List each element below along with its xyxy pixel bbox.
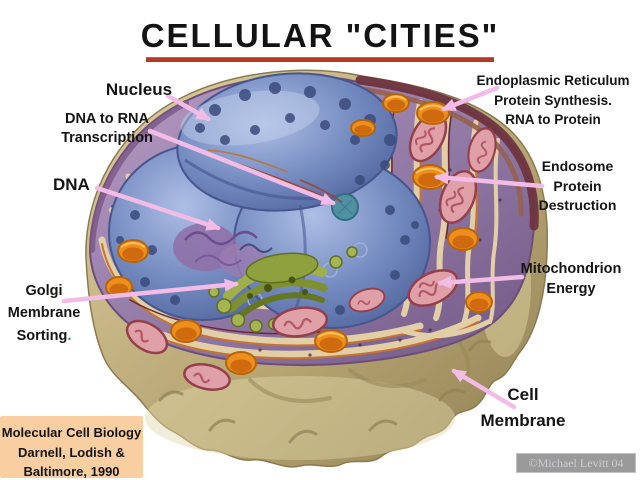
watermark: ©Michael Levitt 04 — [516, 453, 636, 473]
page-title: CELLULAR "CITIES" — [0, 17, 640, 62]
nucleus-label: Nucleus — [105, 80, 173, 99]
cell-membrane-label: Cell Membrane — [480, 385, 566, 430]
transcription-arrow — [147, 128, 337, 206]
mitochondria — [125, 111, 497, 391]
title-underline — [146, 58, 494, 62]
nuclear-pores — [116, 82, 419, 320]
transcription-label: DNA to RNA Transcription — [61, 111, 153, 147]
dna-label: DNA — [53, 175, 90, 194]
citation-box: Molecular Cell Biology Darnell, Lodish &… — [0, 416, 143, 479]
nucleus-arrow — [165, 93, 211, 122]
er-arrow — [440, 85, 500, 112]
endosome-arrow — [433, 171, 545, 189]
golgi-arrow — [61, 278, 240, 304]
title-text: CELLULAR "CITIES" — [140, 17, 500, 54]
endoplasmic-reticulum-label: Endoplasmic Reticulum Protein Synthesis.… — [476, 73, 630, 128]
endosomes — [105, 93, 493, 375]
green-period: . — [67, 327, 72, 344]
dna-arrow — [94, 185, 222, 231]
golgi-label: Golgi Membrane Sorting. — [7, 283, 81, 344]
mitochondrion-label: Mitochondrion Energy — [520, 261, 622, 298]
endosome-label: Endosome Protein Destruction — [538, 158, 617, 214]
mitochondrion-arrow — [436, 274, 525, 289]
membrane-arrow — [451, 368, 517, 410]
